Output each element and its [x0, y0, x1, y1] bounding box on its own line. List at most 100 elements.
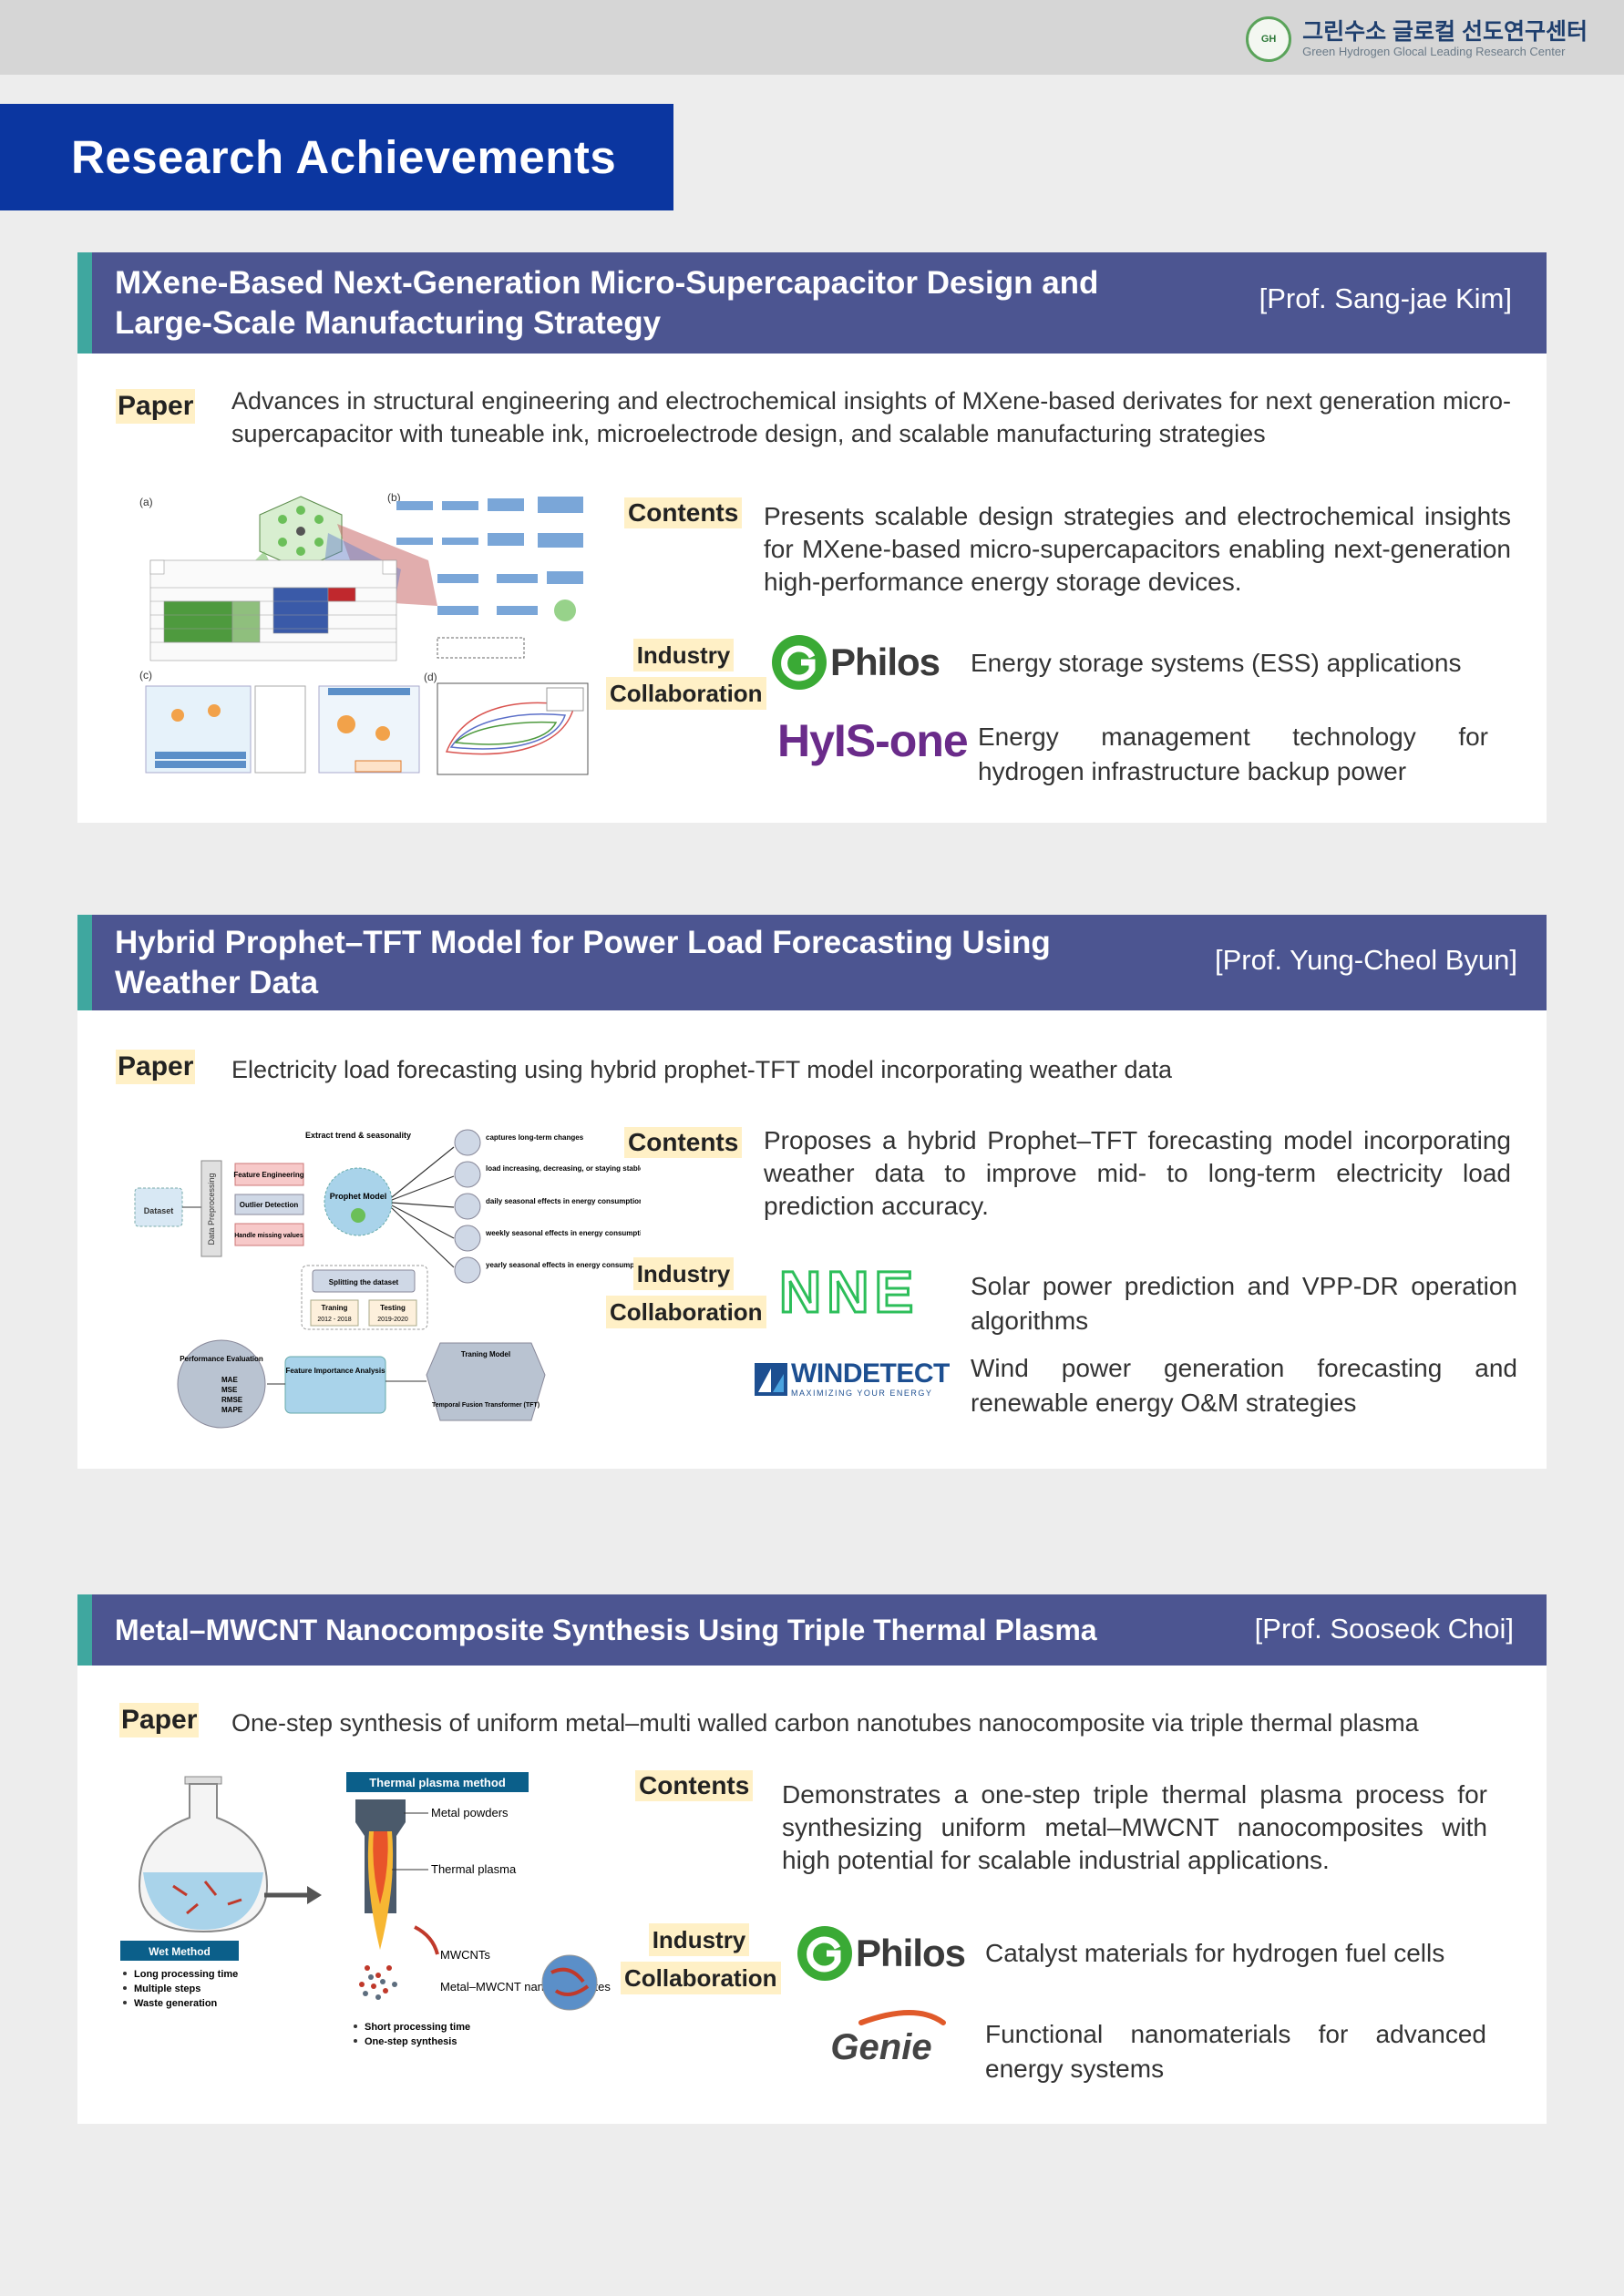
- hyis-one-wordmark: HyIS-one: [777, 715, 969, 766]
- plasma-point-1: Short processing time: [365, 2022, 470, 2033]
- collab-description-3b: Functional nanomaterials for advanced en…: [985, 2020, 1486, 2083]
- flow-missing: Handle missing values: [234, 1233, 303, 1239]
- layered-structures-graphic: [396, 497, 583, 659]
- industry-collaboration-label-2: Industry Collaboration: [606, 1255, 766, 1331]
- flow-training: Traning: [322, 1304, 348, 1312]
- professor-name-3: [Prof. Sooseok Choi]: [1254, 1613, 1514, 1645]
- philos-wordmark: Philos: [830, 641, 940, 683]
- flow-metric-3: RMSE: [221, 1396, 243, 1404]
- figure-label-d: (d): [424, 671, 437, 683]
- paper-title-1: Advances in structural engineering and e…: [231, 387, 1511, 447]
- flow-effect-2: load increasing, decreasing, or staying …: [486, 1164, 641, 1173]
- ink-graphic: [145, 685, 420, 774]
- philos-icon: [772, 635, 827, 690]
- flow-preprocessing: Data Preprocessing: [207, 1173, 216, 1245]
- flow-metric-1: MAE: [221, 1376, 238, 1384]
- collab-description-2a: Solar power prediction and VPP-DR operat…: [971, 1272, 1517, 1335]
- windetect-tagline: MAXIMIZING YOUR ENERGY: [791, 1389, 933, 1398]
- flow-effect-1: captures long-term changes: [486, 1133, 584, 1142]
- flow-effect-4: weekly seasonal effects in energy consum…: [485, 1229, 641, 1237]
- org-name-english: Green Hydrogen Glocal Leading Research C…: [1302, 45, 1566, 58]
- plasma-method-label: Thermal plasma method: [369, 1776, 506, 1789]
- industry-collaboration-label-1: Industry Collaboration: [606, 636, 766, 712]
- wet-point-1: Long processing time: [134, 1969, 238, 1980]
- flow-training-years: 2012 - 2018: [317, 1317, 351, 1323]
- wet-point-2: Multiple steps: [134, 1983, 200, 1994]
- plasma-thermal-plasma: Thermal plasma: [431, 1862, 517, 1876]
- prophet-tft-figure: Dataset Data Preprocessing Feature Engin…: [134, 1129, 641, 1429]
- section-header-3: Metal–MWCNT Nanocomposite Synthesis Usin…: [77, 1594, 1547, 1666]
- nne-logo: NNE: [777, 1259, 920, 1325]
- flow-metric-4: MAPE: [221, 1406, 243, 1414]
- windetect-wordmark: WINDETECT: [791, 1358, 950, 1389]
- wet-point-3: Waste generation: [134, 1998, 218, 2009]
- paper-label-2: Paper: [116, 1050, 196, 1084]
- flow-effect-3: daily seasonal effects in energy consump…: [486, 1197, 641, 1205]
- paper-label-1: Paper: [116, 389, 196, 424]
- hyis-one-logo: HyIS-one: [777, 713, 969, 768]
- mxene-figure: (a) (b) (c) (d): [139, 491, 589, 775]
- thermal-plasma-figure: Wet Method Long processing time Multiple…: [120, 1772, 611, 2047]
- figure-label-b: (b): [387, 491, 401, 504]
- windetect-icon: [755, 1363, 787, 1396]
- windetect-logo: WINDETECT MAXIMIZING YOUR ENERGY: [755, 1358, 950, 1401]
- section-title-1: MXene-Based Next-Generation Micro-Superc…: [115, 265, 1099, 341]
- section-card-3: Metal–MWCNT Nanocomposite Synthesis Usin…: [77, 1594, 1547, 2124]
- collab-description-1a: Energy storage systems (ESS) application…: [971, 649, 1462, 677]
- paper-title-3: One-step synthesis of uniform metal–mult…: [231, 1709, 1419, 1737]
- page-title: Research Achievements: [71, 131, 617, 183]
- philos-icon-2: [797, 1926, 852, 1981]
- paper-title-2: Electricity load forecasting using hybri…: [231, 1056, 1173, 1083]
- plasma-mwcnts: MWCNTs: [440, 1948, 490, 1962]
- genie-logo: Genie: [807, 2003, 952, 2070]
- philos-logo-2: Philos: [796, 1924, 966, 1983]
- section-header-2: Hybrid Prophet–TFT Model for Power Load …: [77, 915, 1547, 1010]
- flow-dataset: Dataset: [144, 1206, 174, 1215]
- professor-name-2: [Prof. Yung-Cheol Byun]: [1214, 944, 1517, 976]
- section-title-2: Hybrid Prophet–TFT Model for Power Load …: [115, 925, 1051, 1000]
- section-card-1: MXene-Based Next-Generation Micro-Superc…: [77, 252, 1547, 823]
- plasma-metal-powders: Metal powders: [431, 1806, 509, 1819]
- flow-tft: Temporal Fusion Transformer (TFT): [432, 1402, 540, 1409]
- flow-training-model: Traning Model: [461, 1350, 510, 1358]
- genie-icon: Genie: [830, 2010, 946, 2067]
- flow-outlier: Outlier Detection: [240, 1201, 299, 1209]
- org-logo-icon: GH: [1246, 16, 1292, 62]
- cv-plot-graphic: [437, 682, 589, 775]
- contents-text-1: Presents scalable design strategies and …: [764, 502, 1511, 596]
- contents-text-2: Proposes a hybrid Prophet–TFT forecastin…: [764, 1126, 1511, 1220]
- org-logo: GH 그린수소 글로컬 선도연구센터 Green Hydrogen Glocal…: [1246, 15, 1588, 64]
- collab-description-3a: Catalyst materials for hydrogen fuel cel…: [985, 1939, 1445, 1967]
- page-title-banner: Research Achievements: [0, 104, 673, 210]
- genie-wordmark: Genie: [830, 2027, 931, 2067]
- flow-performance: Performance Evaluation: [180, 1355, 263, 1363]
- flow-extract: Extract trend & seasonality: [305, 1131, 411, 1140]
- figure-label-c: (c): [139, 669, 152, 682]
- contents-text-3: Demonstrates a one-step triple thermal p…: [782, 1780, 1487, 1874]
- paper-label-3: Paper: [119, 1703, 200, 1737]
- flow-testing-years: 2019-2020: [377, 1317, 408, 1323]
- figure-label-a: (a): [139, 496, 153, 508]
- flask-icon: [138, 1776, 269, 1933]
- professor-name-1: [Prof. Sang-jae Kim]: [1259, 282, 1512, 314]
- org-name-korean: 그린수소 글로컬 선도연구센터: [1302, 19, 1588, 45]
- section-header-1: MXene-Based Next-Generation Micro-Superc…: [77, 252, 1547, 354]
- industry-collaboration-label-3: Industry Collaboration: [621, 1921, 781, 1997]
- flow-importance: Feature Importance Analysis: [285, 1367, 385, 1375]
- contents-label-1: Contents: [624, 497, 743, 528]
- header-bar: GH 그린수소 글로컬 선도연구센터 Green Hydrogen Glocal…: [0, 0, 1624, 75]
- flow-splitting: Splitting the dataset: [329, 1278, 399, 1286]
- collab-description-2b: Wind power generation forecasting and re…: [971, 1354, 1517, 1417]
- contents-label-3: Contents: [635, 1770, 754, 1801]
- plasma-point-2: One-step synthesis: [365, 2036, 457, 2047]
- philos-wordmark-2: Philos: [856, 1932, 966, 1974]
- flow-prophet: Prophet Model: [330, 1192, 387, 1201]
- flow-feature-engineering: Feature Engineering: [233, 1171, 303, 1179]
- flow-metric-2: MSE: [221, 1386, 238, 1394]
- flow-testing: Testing: [380, 1304, 406, 1312]
- contents-label-2: Contents: [624, 1127, 743, 1158]
- nne-wordmark: NNE: [777, 1259, 920, 1325]
- periodic-table-graphic: [149, 559, 397, 661]
- flow-effect-5: yearly seasonal effects in energy consum…: [486, 1261, 641, 1269]
- collab-description-1b: Energy management technology for hydroge…: [978, 723, 1488, 785]
